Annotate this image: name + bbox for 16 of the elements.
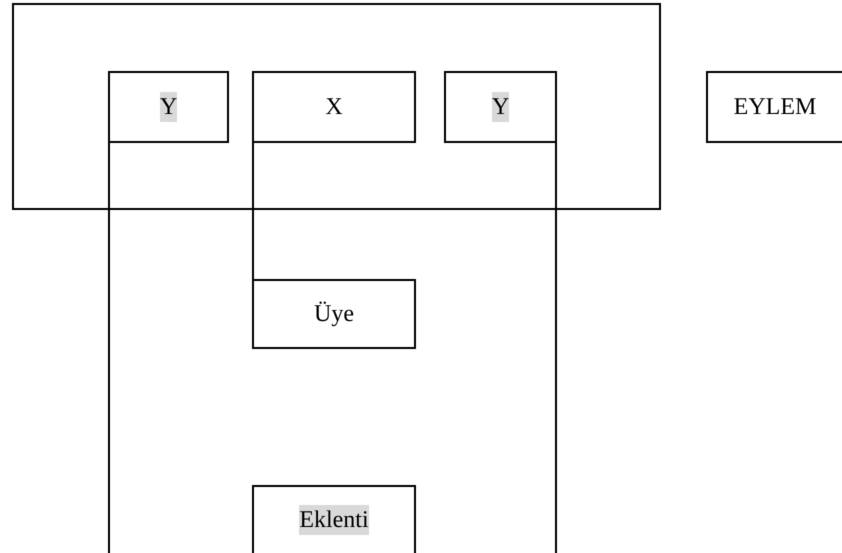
word-label: Eklenti (299, 505, 369, 535)
word-box (108, 71, 229, 143)
word-label: Üye (314, 300, 354, 329)
word-label: X (325, 93, 343, 122)
connector-line (555, 143, 557, 553)
word-box (252, 279, 416, 349)
word-box (252, 485, 416, 553)
word-box (252, 71, 416, 143)
word-label: Y (160, 92, 178, 122)
outer-frame (12, 3, 661, 210)
word-box (706, 71, 842, 143)
word-box (444, 71, 557, 143)
connector-line (108, 143, 110, 553)
connector-line (252, 143, 254, 279)
word-label: EYLEM (734, 93, 816, 122)
word-label: Y (492, 92, 510, 122)
